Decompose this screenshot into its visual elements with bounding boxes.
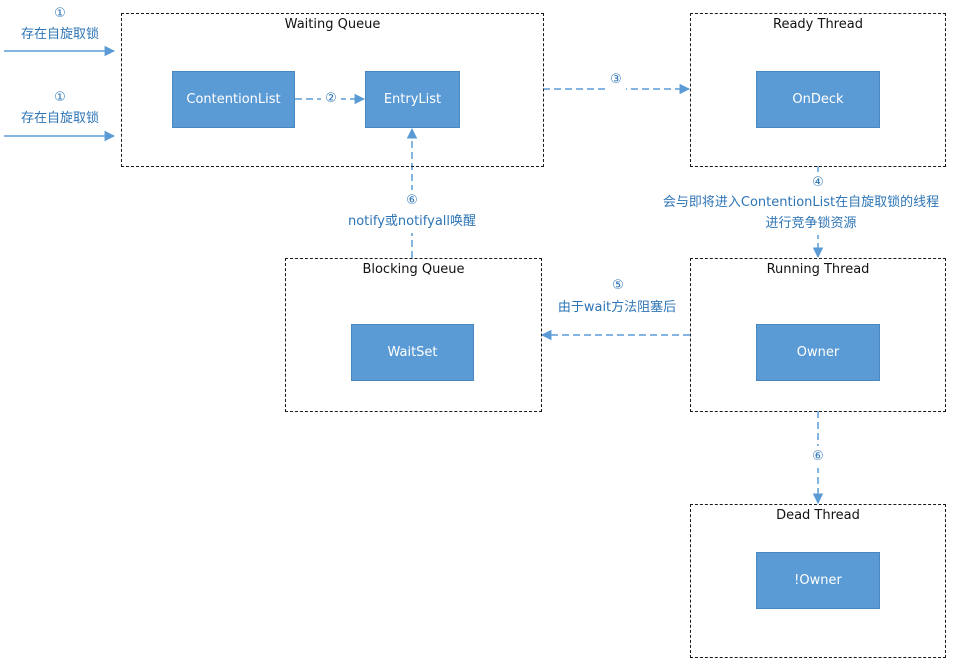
running-thread-group: Running Thread	[690, 258, 946, 412]
step-5-label: 由于wait方法阻塞后	[557, 300, 677, 315]
step-5-number: ⑤	[612, 278, 624, 293]
waiting-queue-group: Waiting Queue	[121, 13, 544, 167]
entry-2-step-number: ①	[54, 90, 66, 105]
entry-1-step-number: ①	[54, 6, 66, 21]
entry-2-label: 存在自旋取锁	[20, 111, 99, 126]
step-6a-label: notify或notifyall唤醒	[337, 211, 487, 233]
owner-node: Owner	[756, 324, 880, 381]
step-2-label: ②	[321, 88, 341, 110]
step-6b-number: ⑥	[806, 446, 830, 468]
ready-thread-group: Ready Thread	[690, 13, 946, 167]
dead-thread-group: Dead Thread	[690, 504, 946, 658]
entry-1-label: 存在自旋取锁	[20, 27, 99, 42]
wait-set-node: WaitSet	[351, 324, 474, 381]
waiting-queue-title: Waiting Queue	[284, 17, 381, 32]
step-4-line-1: 会与即将进入ContentionList在自旋取锁的线程	[641, 192, 961, 214]
step-6a-number: ⑥	[400, 190, 424, 212]
step-4-line-2: 进行竞争锁资源	[721, 213, 901, 235]
blocking-queue-title: Blocking Queue	[362, 262, 465, 277]
dead-thread-title: Dead Thread	[776, 508, 860, 523]
on-deck-node: OnDeck	[756, 71, 880, 128]
entry-list-node: EntryList	[365, 71, 460, 128]
step-3-label: ③	[606, 69, 626, 91]
not-owner-node: !Owner	[756, 552, 880, 609]
running-thread-title: Running Thread	[766, 262, 870, 277]
step-4-number: ④	[806, 172, 830, 194]
ready-thread-title: Ready Thread	[773, 17, 863, 32]
blocking-queue-group: Blocking Queue	[285, 258, 542, 412]
contention-list-node: ContentionList	[172, 71, 295, 128]
